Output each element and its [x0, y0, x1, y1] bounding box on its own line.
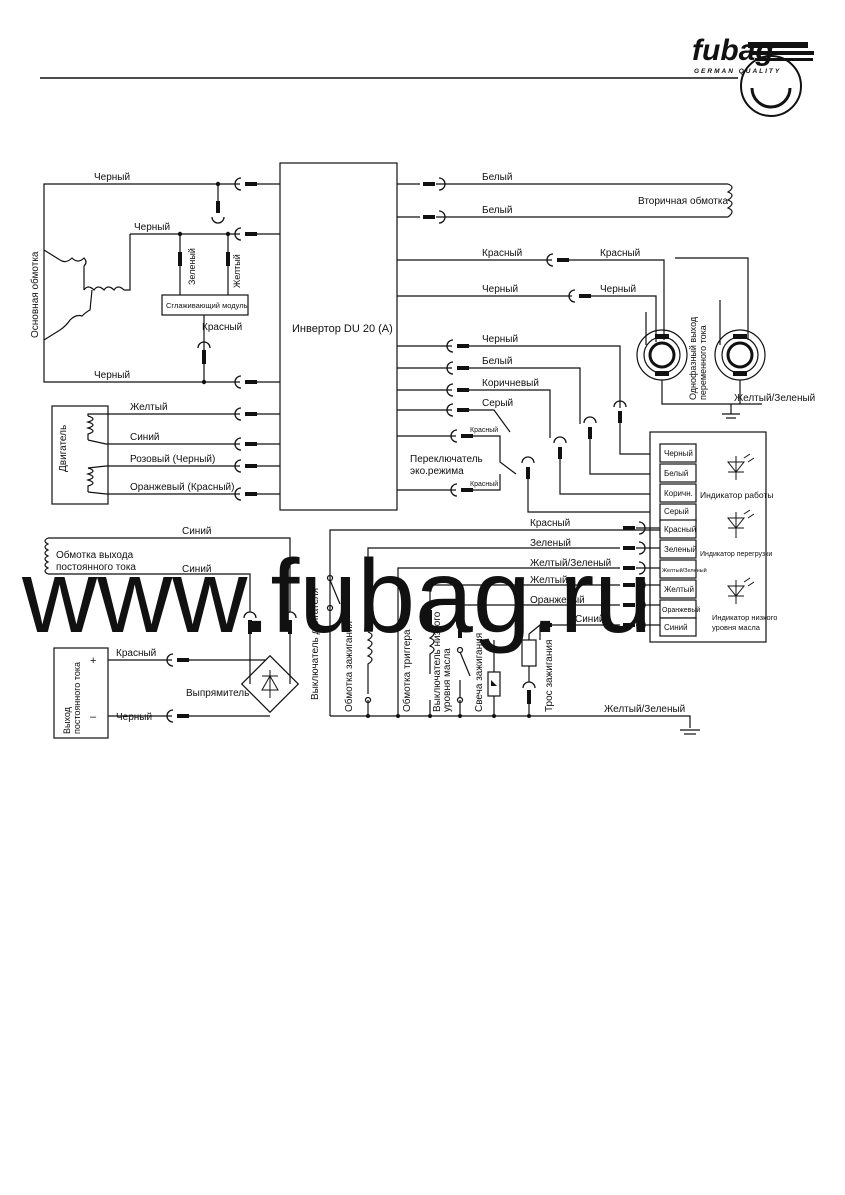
ac-red-right: Красный	[600, 248, 640, 259]
comp-ignition-cable: Трос зажигания	[544, 640, 555, 712]
bus-wire-yellow-green: Желтый/Зеленый	[530, 558, 611, 569]
eco-wire-top: Красный	[470, 426, 498, 434]
comp-low-oil-2: уровня масла	[442, 648, 453, 712]
smoothing-module	[161, 294, 249, 316]
inverter-label: Инвертор DU 20 (A)	[292, 323, 393, 335]
bus-wire-blue: Синий	[575, 614, 605, 625]
led-icon	[726, 509, 755, 538]
stator-wire-mid: Черный	[134, 222, 170, 233]
led-icon	[726, 453, 755, 480]
pin-grey: Серый	[664, 507, 689, 516]
inv-out-brown: Коричневый	[482, 378, 539, 389]
motor-wire-pink: Розовый (Черный)	[130, 454, 215, 465]
pin-black: Черный	[664, 449, 693, 458]
bus-wire-orange: Оранжевый	[530, 595, 585, 606]
pin-red: Красный	[664, 525, 696, 534]
dc-plus: +	[90, 655, 96, 667]
pin-green: Зеленый	[664, 545, 697, 554]
inv-out-black: Черный	[482, 334, 518, 345]
eco-label-2: эко.режима	[410, 466, 464, 477]
dc-winding: Обмотка выхода постоянного тока Синий Си…	[44, 526, 297, 634]
secondary-wire-2: Белый	[482, 205, 512, 216]
motor: Двигатель Желтый Синий Розовый (Черный) …	[51, 402, 280, 505]
secondary-wire-1: Белый	[482, 172, 512, 183]
indicator-run: Индикатор работы	[700, 490, 773, 500]
comp-ignition-coil: Обмотка зажигания	[343, 621, 355, 712]
stator-wire-bottom: Черный	[94, 370, 130, 381]
ac-ground: Желтый/Зеленый	[734, 393, 815, 404]
rectifier-label: Выпрямитель	[186, 688, 249, 699]
dc-winding-label-1: Обмотка выхода	[56, 549, 134, 561]
secondary-label: Вторичная обмотка	[638, 195, 728, 207]
eco-wire-bottom: Красный	[470, 480, 498, 488]
comp-spark-plug: Свеча зажигания	[474, 633, 485, 712]
motor-label: Двигатель	[58, 425, 69, 472]
comp-trigger-coil: Обмотка триггера	[401, 629, 413, 712]
brand-logo-text: fubag	[692, 34, 774, 67]
ac-red-left: Красный	[482, 248, 522, 259]
stator-yellow-wire: Желтый	[232, 254, 242, 288]
motor-wire-orange: Оранжевый (Красный)	[130, 482, 234, 493]
stator-label: Основная обмотка	[29, 251, 41, 338]
ac-black-left: Черный	[482, 284, 518, 295]
dc-winding-wire-top: Синий	[182, 526, 212, 537]
bus-wire-yellow: Желтый	[530, 575, 568, 586]
pin-blue: Синий	[664, 623, 688, 632]
ac-socket-right	[714, 329, 766, 381]
dc-output-label-2: постоянного тока	[72, 662, 82, 734]
dc-output-label-1: Выход	[62, 706, 72, 734]
dc-wire-red: Красный	[116, 648, 156, 659]
dc-winding-wire-second: Синий	[182, 564, 212, 575]
smoothing-module-label: Сглаживающий модуль	[166, 301, 248, 310]
led-icon	[726, 577, 755, 604]
stator-wire-top: Черный	[94, 172, 130, 183]
ac-socket-left	[636, 329, 688, 381]
stator-red-wire: Красный	[202, 322, 242, 333]
rectifier	[240, 654, 300, 714]
motor-wire-yellow: Желтый	[130, 402, 168, 413]
dc-wire-black: Черный	[116, 712, 152, 723]
ac-output: Красный Красный Черный Черный Однофазный…	[397, 248, 815, 419]
bus-wire-red: Красный	[530, 518, 570, 529]
dc-winding-label-2: постоянного тока	[56, 562, 136, 573]
inverter-outputs: Черный Белый Коричневый Серый	[397, 334, 660, 513]
secondary-winding: Белый Белый Вторичная обмотка	[397, 172, 733, 225]
dc-minus: –	[90, 711, 97, 723]
bus-wire-green: Зеленый	[530, 538, 571, 549]
inv-out-white: Белый	[482, 356, 512, 367]
brand-logo: fubag GERMAN QUALITY	[692, 34, 814, 117]
pin-white: Белый	[664, 469, 688, 478]
stator-winding: Основная обмотка Черный Черный Черный Сг…	[29, 172, 280, 390]
indicator-oil-2: уровня масла	[712, 623, 761, 632]
motor-wire-blue: Синий	[130, 432, 160, 443]
brand-logo-tagline: GERMAN QUALITY	[694, 68, 781, 75]
indicator-overload: Индикатор перегрузки	[700, 551, 772, 558]
comp-engine-switch: Выключатель двигателя	[310, 588, 321, 700]
ac-black-right: Черный	[600, 284, 636, 295]
indicator-panel: Черный Белый Коричн. Серый Красный Зелен…	[649, 431, 777, 643]
pin-yellow-green: Желтый/Зеленый	[662, 567, 707, 574]
inv-out-grey: Серый	[482, 398, 513, 409]
comp-low-oil-1: Выключатель низкого	[432, 611, 443, 712]
bottom-bus: Красный Зеленый Желтый/Зеленый Желтый Ор…	[310, 518, 700, 735]
bus-ground: Желтый/Зеленый	[604, 704, 685, 715]
ac-output-label-1: Однофазный выход	[688, 316, 698, 400]
eco-switch: Красный Красный Переключатель эко.режима	[397, 426, 517, 498]
indicator-oil-1: Индикатор низкого	[712, 613, 777, 622]
eco-label-1: Переключатель	[410, 454, 483, 465]
dc-output: Выход постоянного тока + – Красный Черны…	[53, 634, 300, 739]
pin-orange: Оранжевый	[662, 606, 700, 614]
inverter-block	[279, 162, 398, 511]
stator-green-wire: Зеленый	[187, 248, 197, 285]
ac-output-label-2: переменного тока	[698, 325, 708, 400]
pin-yellow: Желтый	[664, 585, 694, 594]
pin-brown: Коричн.	[664, 489, 693, 498]
